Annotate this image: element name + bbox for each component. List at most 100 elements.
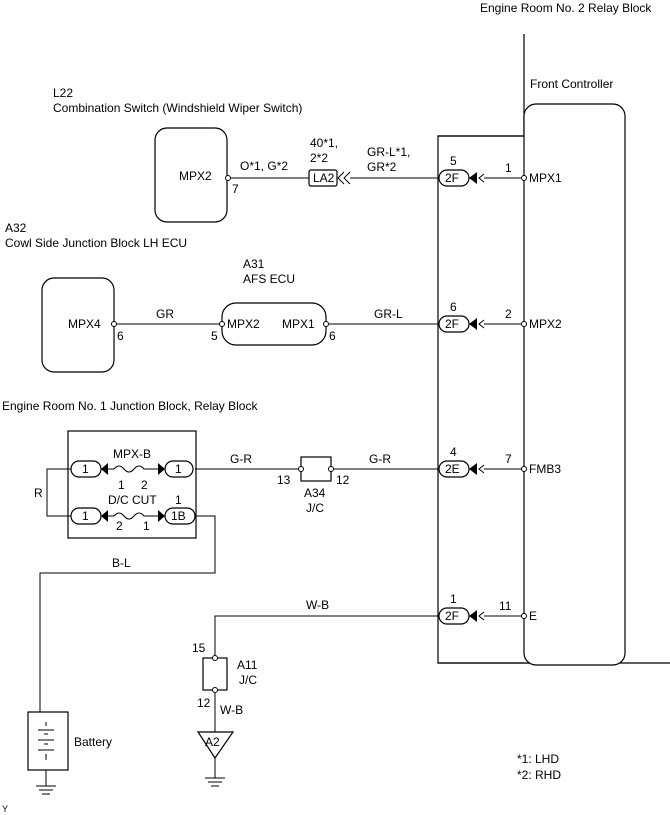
jb1-arrow-icon (158, 463, 165, 475)
wiper-switch-name: Combination Switch (Windshield Wiper Swi… (53, 101, 302, 115)
wire-wiper-color: O*1, G*2 (240, 159, 288, 173)
jc-a34-out-dot (328, 466, 334, 472)
jc-a11-top-dot (212, 655, 218, 661)
wiper-switch-box (154, 127, 228, 223)
fuse-mpxb-label: MPX-B (113, 447, 151, 461)
fc-pin-dot (521, 613, 527, 619)
afs-ecu-in-pin: 5 (211, 329, 218, 343)
fc-arrow-icon (469, 172, 477, 184)
jc-a11-type: J/C (239, 673, 257, 687)
battery-label: Battery (74, 735, 112, 749)
fc-connector-pin: 1 (450, 592, 457, 606)
fuse-dccut-label: D/C CUT (108, 493, 157, 507)
jc-a11-box (202, 657, 228, 691)
la2-wire-line2: GR*2 (367, 160, 397, 174)
jb1-connector-3-label: 1 (82, 509, 89, 523)
wire-junction-color: GR (156, 307, 174, 321)
junction-ecu-pin: 6 (117, 329, 124, 343)
wire-r-loop (46, 468, 71, 517)
corner-mark: Y (2, 804, 8, 814)
fc-arrow-icon (469, 610, 477, 622)
afs-ecu-out-pin-dot (323, 321, 329, 327)
jc-a34-pin-in: 13 (277, 473, 291, 487)
fc-connector-label: 2F (445, 609, 459, 623)
fc-terminal-label: E (529, 609, 537, 623)
front-controller-box (523, 103, 626, 666)
wire-bl-to-battery (39, 515, 216, 712)
fc-pin-number: 11 (499, 599, 512, 613)
note-rhd: *2: RHD (517, 768, 561, 782)
fc-arrow-icon (469, 463, 477, 475)
junction-ecu-name: Cowl Side Junction Block LH ECU (5, 236, 187, 250)
fc-pin-dot (521, 175, 527, 181)
la2-wire-line1: GR-L*1, (367, 145, 410, 159)
jc-a34-box (300, 456, 332, 482)
fuse-mpxb-pin2: 2 (141, 478, 148, 492)
fc-connector-pin: 5 (450, 154, 457, 168)
fc-pin-number: 2 (505, 307, 512, 321)
ground-icon (205, 777, 225, 787)
ground-icon (36, 785, 56, 795)
la2-chevron-icon (337, 171, 351, 185)
fc-chevron-icon (478, 173, 485, 183)
fc-terminal-label: MPX2 (529, 317, 562, 331)
jc-a11-pin-top: 15 (192, 641, 206, 655)
wiper-switch-pin-dot (225, 175, 231, 181)
fuse-dccut-top-pin: 1 (175, 493, 182, 507)
jb1-connector-2 (164, 460, 194, 478)
fc-connector-pin: 6 (450, 300, 457, 314)
relay-block-frame (437, 135, 539, 664)
wire-a11-label: W-B (220, 703, 243, 717)
fc-terminal-label: MPX1 (529, 171, 562, 185)
jc-a34-code: A34 (304, 486, 326, 500)
battery-box (27, 711, 69, 771)
junction-ecu-pin-dot (111, 321, 117, 327)
jc-a11-code: A11 (237, 658, 258, 672)
fuse-mpxb-icon (108, 465, 158, 473)
afs-ecu-in-pin-dot (219, 321, 225, 327)
afs-ecu-out-pin: 6 (329, 329, 336, 343)
fc-connector-label: 2F (445, 317, 459, 331)
fc-terminal-label: FMB3 (529, 462, 561, 476)
battery-cells-icon (38, 722, 54, 760)
afs-ecu-name: AFS ECU (243, 272, 295, 286)
afs-ecu-in-terminal: MPX2 (227, 317, 260, 331)
fc-chevron-icon (478, 319, 485, 329)
relay-block-outline-top (438, 34, 525, 137)
fc-pin-dot (521, 466, 527, 472)
wire-gr-in-label: G-R (230, 452, 252, 466)
wire-bl-label: B-L (112, 556, 131, 570)
wire-afs-color: GR-L (374, 307, 403, 321)
la2-pin-line1: 40*1, (310, 136, 338, 150)
wire-wb-to-a11 (214, 615, 439, 658)
jb1-connector-1-label: 1 (82, 462, 89, 476)
fuse-dccut-pin2: 1 (143, 519, 150, 533)
la2-pin-line2: 2*2 (310, 151, 328, 165)
ground-a2-triangle-icon (196, 731, 235, 760)
fc-connector-label: 2F (445, 171, 459, 185)
jb1-arrow-icon (101, 463, 108, 475)
fc-arrow-icon (469, 318, 477, 330)
wiper-switch-code: L22 (53, 86, 73, 100)
fc-pin-dot (521, 321, 527, 327)
la2-connector (308, 169, 338, 187)
jc-a11-pin-bottom: 12 (197, 696, 211, 710)
fc-connector-pin: 4 (450, 445, 457, 459)
jc-a34-type: J/C (306, 501, 324, 515)
junction-ecu-terminal: MPX4 (68, 317, 101, 331)
fc-pin-number: 1 (505, 161, 512, 175)
note-lhd: *1: LHD (517, 752, 559, 766)
wire-wb-label: W-B (306, 598, 329, 612)
jc-a11-bottom-dot (212, 687, 218, 693)
front-controller-title: Front Controller (530, 77, 613, 91)
junction-ecu-code: A32 (5, 221, 27, 235)
jc-a34-in-dot (298, 466, 304, 472)
afs-ecu-code: A31 (243, 257, 265, 271)
jc-a34-pin-out: 12 (336, 473, 350, 487)
afs-ecu-out-terminal: MPX1 (282, 317, 315, 331)
fc-connector-label: 2E (445, 462, 460, 476)
jb1-connector-4-label: 1B (171, 509, 186, 523)
wiper-switch-terminal: MPX2 (179, 169, 212, 183)
jb1-arrow-icon (158, 510, 165, 522)
